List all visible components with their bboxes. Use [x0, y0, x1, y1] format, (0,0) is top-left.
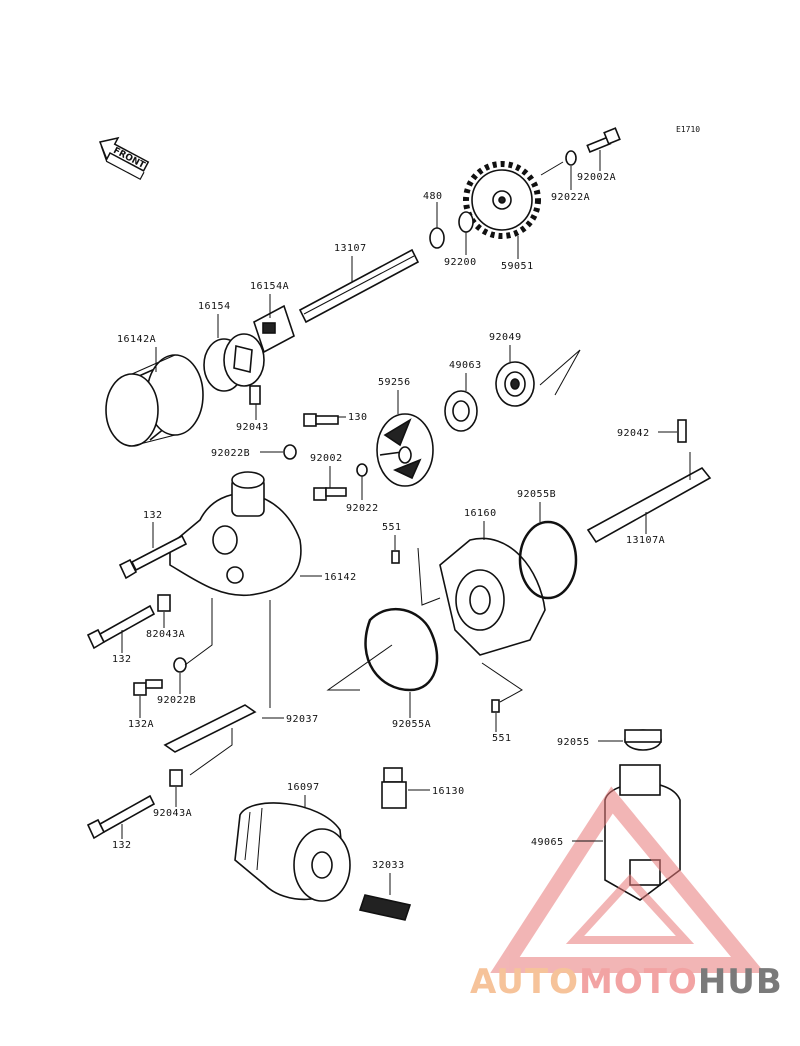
label-59256: 59256	[378, 377, 411, 388]
label-16142: 16142	[324, 572, 357, 583]
washer-92022B-lower	[173, 657, 187, 673]
label-92043: 92043	[236, 422, 269, 433]
seal-49063	[444, 390, 478, 432]
label-13107A: 13107A	[626, 535, 665, 546]
impeller-59256	[376, 413, 434, 487]
label-49063: 49063	[449, 360, 482, 371]
watermark-part-moto: MOTO	[578, 962, 698, 1002]
bolt-132-bottom	[86, 794, 156, 840]
label-32033: 32033	[372, 860, 405, 871]
label-92022B-lower: 92022B	[157, 695, 196, 706]
label-551-bottom: 551	[492, 733, 512, 744]
label-92055B: 92055B	[517, 489, 556, 500]
label-82043A: 82043A	[146, 629, 185, 640]
shaft-13107	[298, 248, 420, 324]
label-92037: 92037	[286, 714, 319, 725]
label-16142A: 16142A	[117, 334, 156, 345]
bolt-132A	[133, 679, 163, 696]
label-92055A: 92055A	[392, 719, 431, 730]
fitting-16130	[381, 767, 407, 809]
cap-92055	[624, 729, 662, 751]
washer-92200	[458, 211, 474, 233]
label-551-top: 551	[382, 522, 402, 533]
bolt-132-mid	[86, 604, 156, 650]
bolt-132-top	[118, 534, 188, 580]
label-13107: 13107	[334, 243, 367, 254]
coupling-16154A	[253, 304, 295, 354]
cylinder-16142A	[105, 354, 204, 447]
label-92200: 92200	[444, 257, 477, 268]
bearing-92049	[495, 361, 535, 407]
bolt-92002	[313, 487, 347, 501]
spring-32033	[358, 894, 412, 921]
watermark-logo	[490, 786, 765, 973]
dowel-92043A	[169, 769, 183, 787]
hose-92037	[163, 600, 271, 753]
rotor-16154	[203, 333, 265, 392]
labels: 92002A 92022A 480 92200 59051 13107 1615…	[112, 150, 677, 895]
label-92002A: 92002A	[577, 172, 616, 183]
bolt-92002A	[586, 127, 621, 153]
oring-92055A	[364, 607, 439, 692]
label-49065: 49065	[531, 837, 564, 848]
watermark-wordmark: AUTOMOTOHUB	[470, 962, 783, 1002]
shaft-13107A	[586, 452, 712, 544]
washer-92022	[356, 463, 368, 477]
washer-92022A	[565, 150, 577, 166]
label-132A: 132A	[128, 719, 154, 730]
pump-body-16142	[169, 471, 302, 597]
front-label: FRONT	[111, 146, 147, 171]
sprocket-59051	[463, 161, 541, 239]
pin-92042	[677, 419, 687, 443]
label-132-mid: 132	[112, 654, 132, 665]
oring-92055B	[518, 520, 578, 600]
label-132-bottom: 132	[112, 840, 132, 851]
label-130: 130	[348, 412, 368, 423]
label-16154A: 16154A	[250, 281, 289, 292]
dowel-92043	[249, 385, 261, 405]
label-92022A: 92022A	[551, 192, 590, 203]
label-16154: 16154	[198, 301, 231, 312]
label-92022B: 92022B	[211, 448, 250, 459]
watermark-part-hub: HUB	[697, 962, 783, 1002]
label-132-top: 132	[143, 510, 163, 521]
washer-92022B	[283, 444, 297, 460]
front-arrow-icon: FRONT	[98, 136, 150, 181]
watermark-part-auto: AUTO	[470, 962, 579, 1002]
label-92055: 92055	[557, 737, 590, 748]
label-92042: 92042	[617, 428, 650, 439]
label-92002: 92002	[310, 453, 343, 464]
label-59051: 59051	[501, 261, 534, 272]
diagram-code: E1710	[676, 125, 700, 134]
label-16130: 16130	[432, 786, 465, 797]
label-16160: 16160	[464, 508, 497, 519]
dowel-82043A	[157, 594, 171, 612]
label-92022: 92022	[346, 503, 379, 514]
label-480: 480	[423, 191, 443, 202]
label-16097: 16097	[287, 782, 320, 793]
dowel-551b	[491, 699, 500, 713]
cover-16160	[439, 537, 546, 656]
circlip-480	[429, 227, 445, 249]
oil-filter-16097	[234, 802, 351, 902]
bolt-130	[303, 413, 339, 427]
label-92049: 92049	[489, 332, 522, 343]
dowel-551a	[391, 550, 400, 564]
label-92043A: 92043A	[153, 808, 192, 819]
